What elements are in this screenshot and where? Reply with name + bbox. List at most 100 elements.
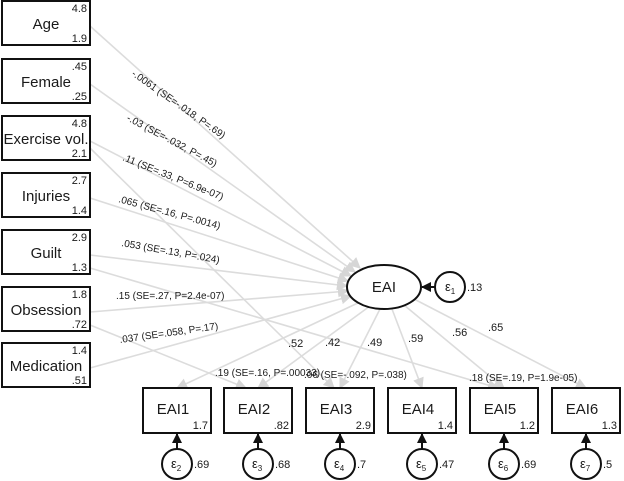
error-circle — [488, 448, 520, 480]
loading-path-eai1 — [175, 301, 361, 389]
error-label: ε6 — [498, 456, 509, 473]
indicator-box — [142, 387, 212, 434]
error-label: ε1 — [445, 279, 456, 296]
error-variance: .47 — [439, 459, 454, 471]
path-obsession-to-eai — [89, 286, 350, 313]
predictor-label: Medication — [10, 358, 83, 375]
error-label: ε2 — [171, 456, 182, 473]
predictor-mean: 4.8 — [72, 118, 87, 130]
predictor-box — [1, 58, 91, 104]
predictor-node: Exercise vol.4.8 2.1 — [1, 115, 91, 161]
path-age-to-eai — [89, 25, 361, 269]
predictor-variance: .25 — [72, 91, 87, 103]
direct-path-coefficient: .19 (SE=.16, P=.00033) — [215, 368, 320, 379]
predictor-box — [1, 342, 91, 388]
indicator-label: EAI6 — [566, 401, 599, 418]
error-variance: .5 — [603, 459, 612, 471]
predictor-variance: 2.1 — [72, 148, 87, 160]
predictor-box — [1, 115, 91, 161]
path-guilt-to-eai — [89, 254, 349, 291]
predictor-box — [1, 286, 91, 332]
predictor-variance: 1.9 — [72, 33, 87, 45]
indicator-box — [223, 387, 293, 434]
path-coefficient: .037 (SE=.058, P=.17) — [119, 321, 219, 346]
error-variance: .69 — [521, 459, 536, 471]
indicator-intercept: 1.7 — [193, 420, 208, 432]
predictor-mean: 2.9 — [72, 232, 87, 244]
indicator-intercept: .82 — [274, 420, 289, 432]
predictor-label: Obsession — [11, 302, 82, 319]
latent-eai-node: EAI ε1 .13 — [346, 264, 482, 310]
indicator-box — [469, 387, 539, 434]
factor-loading: .52 — [288, 338, 303, 350]
loading-path-eai3 — [339, 308, 381, 389]
error-label: ε3 — [252, 456, 263, 473]
loading-path-eai2 — [257, 305, 371, 389]
indicator-intercept: 1.3 — [602, 420, 617, 432]
latent-label: EAI — [372, 279, 396, 296]
paths-layer — [89, 25, 587, 391]
path-female-to-eai — [89, 83, 356, 273]
path-coefficient: .053 (SE=.13, P=.024) — [120, 238, 220, 266]
direct-path-coefficient: .06 (SE=-.092, P=.038) — [304, 370, 407, 381]
direct-path-eai2 — [89, 324, 248, 390]
predictor-mean: .45 — [72, 61, 87, 73]
indicator-intercept: 2.9 — [356, 420, 371, 432]
factor-loading: .65 — [488, 322, 503, 334]
direct-path-eai5 — [89, 267, 500, 391]
indicator-box — [305, 387, 375, 434]
predictor-label: Exercise vol. — [3, 131, 88, 148]
predictor-box — [1, 172, 91, 218]
error-circle — [324, 448, 356, 480]
error-variance: .13 — [467, 282, 482, 294]
factor-loading: .56 — [452, 327, 467, 339]
error-label: ε4 — [334, 456, 345, 473]
error-label: ε5 — [416, 456, 427, 473]
direct-path-coefficient: .18 (SE=.19, P=1.9e-05) — [469, 373, 577, 384]
indicator-label: EAI4 — [402, 401, 435, 418]
indicator-label: EAI5 — [484, 401, 517, 418]
predictor-box — [1, 229, 91, 275]
factor-loading: .42 — [325, 337, 340, 349]
factor-loading: .59 — [408, 333, 423, 345]
predictor-label: Female — [21, 74, 71, 91]
predictor-mean: 1.4 — [72, 345, 87, 357]
error-circle — [161, 448, 193, 480]
error-circle — [434, 271, 466, 303]
error-variance: .69 — [194, 459, 209, 471]
predictor-mean: 2.7 — [72, 175, 87, 187]
predictor-node: Female.45 .25 — [1, 58, 91, 104]
predictor-variance: .72 — [72, 319, 87, 331]
indicator-intercept: 1.2 — [520, 420, 535, 432]
direct-path-eai3 — [89, 147, 335, 389]
loading-path-eai5 — [403, 304, 505, 389]
indicator-label: EAI1 — [157, 401, 190, 418]
loading-path-eai4 — [391, 308, 424, 390]
error-variance: .7 — [357, 459, 366, 471]
labels-layer: -.0061 (SE=-.018, P=.69)-.03 (SE=-.032, … — [116, 68, 577, 384]
error-label: ε7 — [580, 456, 591, 473]
error-variance: .68 — [275, 459, 290, 471]
predictor-mean: 1.8 — [72, 289, 87, 301]
predictor-variance: 1.3 — [72, 262, 87, 274]
error-circle — [406, 448, 438, 480]
predictor-label: Age — [33, 16, 60, 33]
path-injuries-to-eai — [89, 197, 350, 284]
indicator-label: EAI3 — [320, 401, 353, 418]
loading-path-eai6 — [413, 298, 587, 389]
factor-loading: .49 — [367, 337, 382, 349]
error-circle — [570, 448, 602, 480]
predictor-box — [1, 0, 91, 46]
predictor-label: Guilt — [31, 245, 63, 262]
